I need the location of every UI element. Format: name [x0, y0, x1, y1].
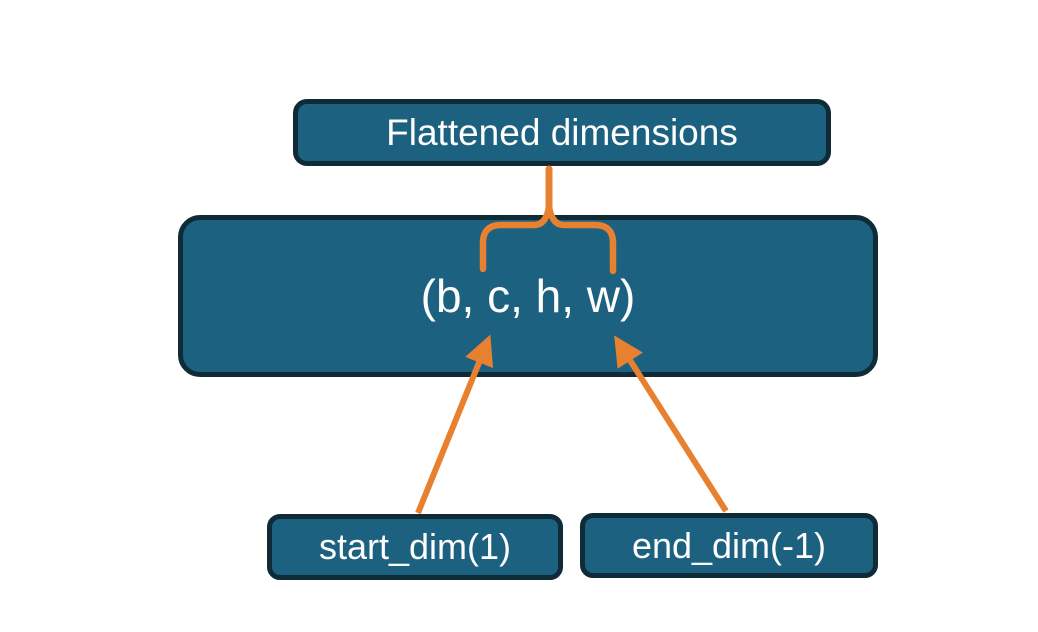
node-tensor-shape: (b, c, h, w)	[178, 215, 878, 377]
node-start-dim: start_dim(1)	[267, 514, 563, 580]
node-flattened-dimensions-label: Flattened dimensions	[386, 111, 738, 153]
node-flattened-dimensions: Flattened dimensions	[293, 99, 831, 166]
node-end-dim: end_dim(-1)	[580, 513, 878, 578]
node-end-dim-label: end_dim(-1)	[631, 524, 827, 566]
node-tensor-shape-label: (b, c, h, w)	[420, 270, 636, 322]
node-start-dim-label: start_dim(1)	[318, 526, 512, 567]
